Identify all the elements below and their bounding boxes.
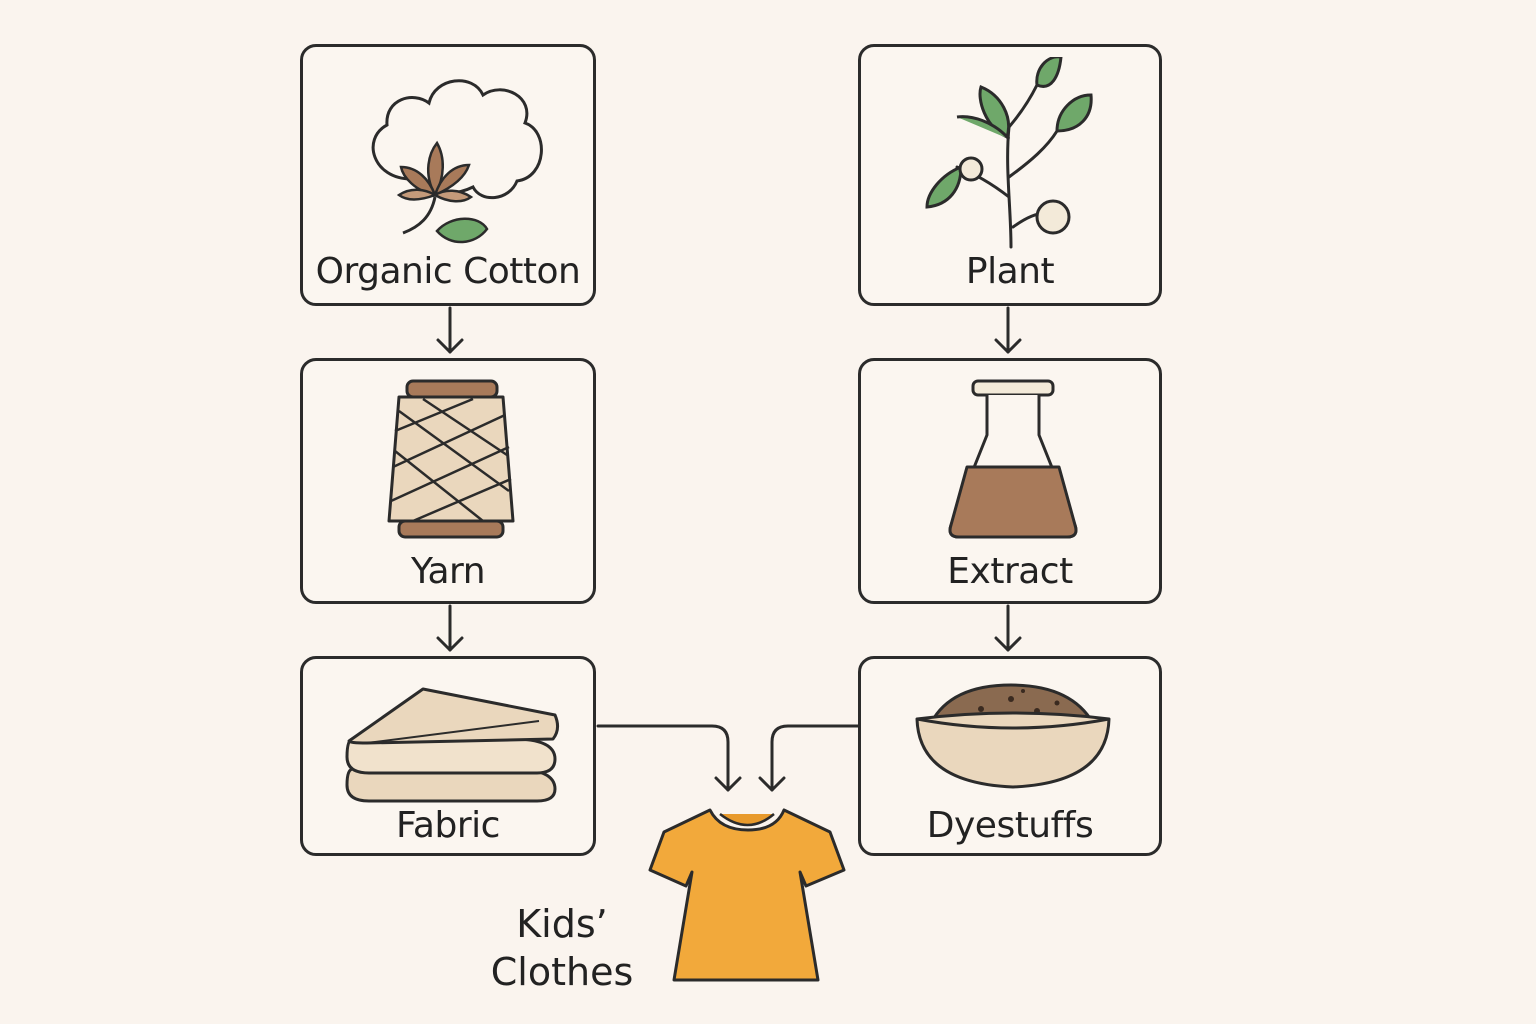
node-label: Yarn xyxy=(410,551,486,592)
plant-icon xyxy=(925,57,1093,249)
final-label-line1: Kids’ xyxy=(516,902,608,946)
arrow-dyestuffs-to-clothes xyxy=(770,724,860,792)
node-label: Extract xyxy=(947,551,1073,592)
node-yarn: Yarn xyxy=(300,358,596,604)
arrow-fabric-to-clothes xyxy=(596,724,730,792)
node-plant: Plant xyxy=(858,44,1162,306)
final-label-line2: Clothes xyxy=(490,950,634,994)
flask-icon xyxy=(948,379,1078,539)
node-extract: Extract xyxy=(858,358,1162,604)
cotton-boll-icon xyxy=(371,79,543,244)
node-label: Organic Cotton xyxy=(315,251,581,292)
node-dyestuffs: Dyestuffs xyxy=(858,656,1162,856)
folded-fabric-icon xyxy=(345,687,560,803)
final-product-label: Kids’ Clothes xyxy=(462,900,662,996)
shirt-icon xyxy=(648,808,846,982)
node-label: Plant xyxy=(965,251,1055,292)
node-organic-cotton: Organic Cotton xyxy=(300,44,596,306)
dye-bowl-icon xyxy=(915,683,1111,789)
node-fabric: Fabric xyxy=(300,656,596,856)
node-label: Dyestuffs xyxy=(926,805,1094,846)
node-label: Fabric xyxy=(396,805,500,846)
yarn-spool-icon xyxy=(387,379,515,539)
